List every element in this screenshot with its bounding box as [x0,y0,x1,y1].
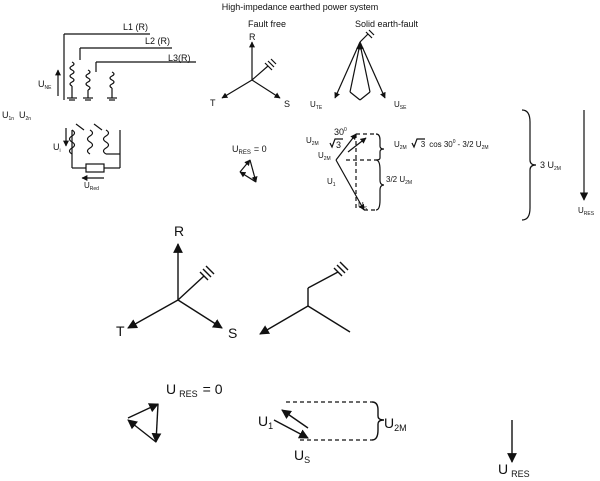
three-half-label: 3/2 U2M [386,175,412,186]
resistor-2 [85,69,91,91]
ground-icon [333,261,349,277]
angle-label: 300 [334,127,347,137]
solid-earth-fault-label: Solid earth-fault [355,19,419,29]
ures-right-label: URES [578,206,595,217]
l2-label: L2 (R) [145,36,170,46]
u2m-mid-label: U2M [318,151,331,162]
ground-icon [264,58,277,71]
u2m-top-label: U2M [306,136,319,147]
large-zero-triangle [127,403,162,443]
us-large-label: US [294,447,310,465]
ground-icon [199,265,215,281]
ute-label: UTE [310,100,323,111]
phase-r-large: R [174,223,184,239]
phase-t-small: T [210,98,216,108]
fault-free-label: Fault free [248,19,286,29]
solid-fault-phasor-small: UTE USE [310,29,407,111]
u2m-large-label: U2M [384,415,407,433]
open-delta-transformer: Ui URed [53,123,121,192]
phase-r-small: R [249,32,256,42]
us-small-label: US [358,201,368,212]
resistor-red [85,163,105,173]
u1-large-label: U1 [258,413,273,431]
phase-s-large: S [228,325,237,341]
une-label: UNE [38,79,52,91]
large-phasor: U1 US U2M [258,401,407,465]
sqrt-icon [329,138,343,149]
brace-large [371,401,385,441]
brace-small-b [375,159,385,211]
ui-label: Ui [53,142,61,154]
ground-icon [67,97,117,101]
brace-small-a [375,133,385,161]
three-phase-circuit: L1 (R) L2 (R) L3(R) UNE [38,22,196,101]
solid-fault-large [259,261,351,335]
resistor-1 [69,61,75,87]
fault-free-star-small: R T S [210,32,290,109]
ured-label: URed [84,181,99,192]
small-zero-triangle [239,159,258,183]
l1-label: L1 (R) [123,22,148,32]
ures-zero-small: URES= 0 [232,144,267,156]
resistor-3 [109,71,115,89]
fault-free-star-large: R T S [116,223,237,341]
root3-label: 3 [336,140,341,150]
l3-label: L3(R) [168,53,191,63]
brace-big [521,109,537,221]
diagram-title: High-impedance earthed power system [222,2,379,12]
phase-t-large: T [116,323,125,339]
u1n-label: U1n [2,110,14,122]
use-label: USE [394,100,407,111]
ground-icon [359,29,375,43]
u2n-label: U2n [19,110,31,122]
sqrt-icon [411,138,425,149]
phase-s-small: S [284,99,290,109]
u1-small-label: U1 [327,177,336,188]
three-u2m-label: 3 U2M [540,160,561,172]
